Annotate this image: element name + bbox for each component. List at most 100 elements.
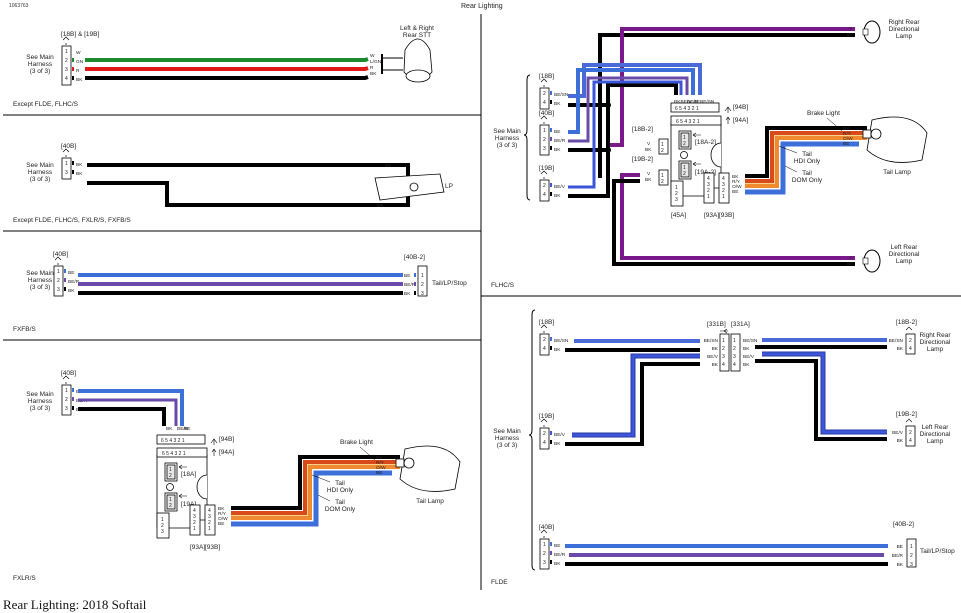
connector-19a-inner xyxy=(166,494,176,510)
arrow-icon xyxy=(178,464,187,470)
pin-marker xyxy=(550,337,552,341)
stt-stem xyxy=(383,57,403,71)
pin-number: 4 xyxy=(722,176,725,182)
connector-id: [19B-2] xyxy=(896,411,917,418)
splice-node xyxy=(605,147,611,153)
leader-line xyxy=(826,117,843,132)
wire-color-label: BK xyxy=(68,288,75,294)
pin-number: 2 xyxy=(675,191,678,197)
see-main-harness-label: See Main xyxy=(26,162,54,169)
arrow-up-icon xyxy=(211,448,217,456)
connector-94a xyxy=(670,115,722,126)
tail-lamp-bulb-icon xyxy=(403,457,415,469)
wire-color-label: BE/SN xyxy=(554,92,569,98)
wire-end-label: V xyxy=(849,26,853,32)
pin-number: 2 xyxy=(543,337,546,343)
pin-number: 2 xyxy=(543,431,546,437)
connector-latch-icon xyxy=(540,324,548,333)
pin-marker xyxy=(64,287,66,291)
wire-end-label: BK xyxy=(385,163,392,169)
wire-color-label: BK xyxy=(645,147,652,153)
tail-hdi-label: Tail xyxy=(335,480,345,487)
pin-number: 3 xyxy=(193,514,196,520)
pin-number: 2 xyxy=(193,520,196,526)
wire-be-tail xyxy=(231,470,392,527)
connector-94b-id: [94B] xyxy=(219,436,234,443)
wire-color-label: BE/SN xyxy=(554,338,569,344)
right-rear-directional-lamp-label: Lamp xyxy=(927,346,944,353)
wire-end-label: O/W xyxy=(843,136,853,142)
wire-end-label: BK xyxy=(843,126,850,132)
left-rear-directional-lamp-connector xyxy=(905,425,916,447)
pin-marker xyxy=(72,67,74,71)
wire-be xyxy=(78,389,184,426)
see-main-harness-label: See Main xyxy=(26,54,54,61)
pin-number: 2 xyxy=(169,473,172,479)
pin-number: 4 xyxy=(909,438,912,444)
pin-marker xyxy=(550,431,552,435)
module-cutout xyxy=(710,142,722,168)
wire-stripe xyxy=(231,464,400,516)
device-label: Rear STT xyxy=(403,32,431,39)
connector-93a-id: [93A] xyxy=(704,212,719,219)
wire-stripe xyxy=(745,135,867,184)
wire-v-left-dir xyxy=(620,173,855,260)
leader-line xyxy=(317,494,331,502)
pin-number: 2 xyxy=(661,148,664,154)
pin-number: 4 xyxy=(909,346,912,352)
lamp-lens-icon xyxy=(405,69,431,83)
wire-o-w xyxy=(231,465,400,520)
pin-marker xyxy=(72,397,74,401)
see-main-harness-label: (3 of 3) xyxy=(30,176,51,183)
pin-number: 3 xyxy=(543,146,546,152)
wire-color-label: BK xyxy=(554,347,561,353)
wire-color-label: BK xyxy=(554,441,561,447)
variant-label: FLHC/S xyxy=(491,282,515,289)
wire-color-label: BE xyxy=(694,99,700,105)
connector-18b xyxy=(539,333,550,356)
tail-hdi-label: HDI Only xyxy=(794,158,821,165)
tail-dom-label: Tail xyxy=(335,499,345,506)
pin-number: 2 xyxy=(909,430,912,436)
lamp-socket xyxy=(862,28,869,36)
pin-marker xyxy=(550,146,552,150)
pin-number: 1 xyxy=(193,526,196,532)
wire-color-label: O/W xyxy=(218,516,228,522)
see-main-harness-label: Harness xyxy=(28,61,53,68)
harness-brace xyxy=(528,309,536,571)
pin-number: 2 xyxy=(722,346,725,352)
tail-hdi-label: HDI Only xyxy=(327,487,354,494)
pin-number: 1 xyxy=(421,273,424,279)
wire-color-label: BE xyxy=(184,426,190,432)
wire-end-label: BK xyxy=(897,438,904,444)
wire-o-w xyxy=(745,136,867,188)
wire-end-label: L/GN xyxy=(370,59,382,65)
pin-number: 2 xyxy=(683,141,686,147)
connector-94a xyxy=(156,447,208,458)
wire-color-label: GN xyxy=(76,59,84,65)
wire-color-label: BE/V xyxy=(707,354,719,360)
connector-19b xyxy=(539,179,550,202)
connector-40b-2-id: [40B-2] xyxy=(893,521,914,528)
right-rear-directional-lamp-label: Right Rear xyxy=(919,332,951,339)
arrow-icon xyxy=(178,493,187,499)
wire-color-label: BE/SN xyxy=(700,99,715,105)
tail-lamp-icon xyxy=(399,445,461,492)
wire-bk-right-dir xyxy=(598,33,855,178)
pin-number: 2 xyxy=(65,58,68,64)
wire-end-label: W xyxy=(370,53,375,59)
pin-number: 4 xyxy=(722,362,725,368)
connector-19b-id: [19B] xyxy=(539,413,554,420)
connector-93a xyxy=(703,172,715,204)
wire-end-label: BE xyxy=(897,544,903,550)
connector-latch-icon xyxy=(540,115,548,124)
wire-color-label: BK xyxy=(218,506,225,512)
variant-label: Except FLDE, FLHC/S xyxy=(13,101,79,108)
connector-93b xyxy=(204,504,216,536)
wire-end-label: BK xyxy=(897,346,904,352)
pin-number: 2 xyxy=(421,282,424,288)
left-rear-directional-lamp-label: Lamp xyxy=(896,258,913,265)
wire-end-label: BE/R xyxy=(404,282,416,288)
